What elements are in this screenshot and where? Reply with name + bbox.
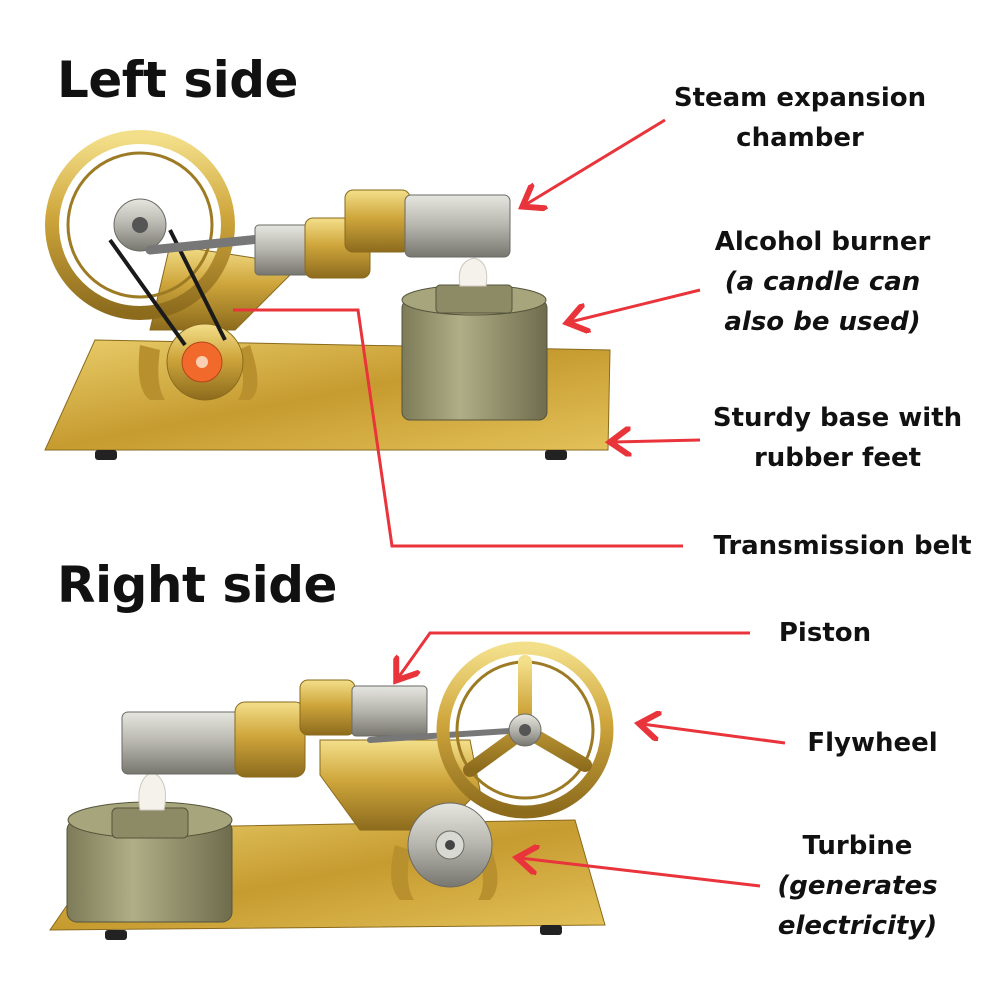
steam-expansion-chamber [121,701,306,778]
arrow-flywheel [642,724,786,745]
label-alcohol-burner: Alcohol burner (a candle can also be use… [680,222,965,342]
engine-right-side [49,641,614,940]
arrow-piston [398,631,750,678]
piston-cylinder [299,679,428,737]
label-text: rubber feet [753,443,922,473]
label-note: (generates [777,871,938,901]
label-note: also be used) [724,307,921,337]
alcohol-burner [401,257,548,421]
turbine-motor [407,802,493,888]
arrow-alcohol-burner [570,288,701,322]
label-text: Flywheel [807,728,938,758]
label-text: Sturdy base with [712,403,963,433]
label-sturdy-base: Sturdy base with rubber feet [690,398,985,478]
callout-arrows [233,118,786,888]
label-text: Turbine [802,831,913,861]
heading-left-side: Left side [57,51,298,109]
label-piston: Piston [760,613,890,653]
label-text: Piston [778,618,872,648]
arrow-transmission-belt [233,308,683,548]
label-note: (a candle can [724,267,921,297]
arrow-sturdy-base [613,440,701,442]
label-steam-expansion-chamber: Steam expansion chamber [645,78,955,158]
label-note: electricity) [777,911,938,941]
label-text: Alcohol burner [714,227,931,257]
arrow-turbine [520,858,761,888]
connecting-rod [145,233,275,255]
label-text: Steam expansion [673,83,927,113]
alcohol-burner [66,771,233,923]
label-transmission-belt: Transmission belt [690,526,995,566]
flywheel [45,130,235,320]
label-text: chamber [736,123,864,153]
heading-right-side: Right side [57,556,337,614]
flywheel [436,641,614,819]
label-turbine: Turbine (generates electricity) [765,826,950,946]
engine-left-side [44,130,611,460]
steam-expansion-chamber [344,189,511,258]
label-flywheel: Flywheel [790,723,955,763]
label-text: Transmission belt [713,531,972,561]
arrow-steam-expansion-chamber [525,118,666,205]
